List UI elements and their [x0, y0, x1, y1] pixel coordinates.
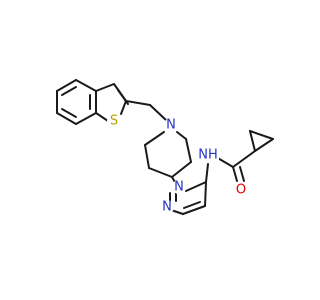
- pyrazole-n2-label: N: [162, 200, 172, 215]
- pyrazole-n1-label: N: [174, 180, 184, 195]
- atom-labels: S N N N NH O: [107, 114, 248, 215]
- pyrazole-ring: [169, 181, 207, 215]
- benzene-ring: [56, 79, 97, 125]
- piperidine-nitrogen-label: N: [166, 118, 176, 133]
- piperidine-ring: [125, 100, 192, 178]
- thiophene-ring: [95, 83, 129, 122]
- sulfur-atom-label: S: [110, 114, 118, 129]
- structure-diagram: S N N N NH O: [56, 79, 274, 215]
- molecule-canvas: S N N N NH O: [56, 79, 274, 215]
- amide-nitrogen-label: NH: [198, 148, 218, 163]
- carbonyl-oxygen-label: O: [236, 183, 246, 198]
- cyclopropane-ring: [249, 130, 274, 152]
- amide-group: [205, 150, 256, 183]
